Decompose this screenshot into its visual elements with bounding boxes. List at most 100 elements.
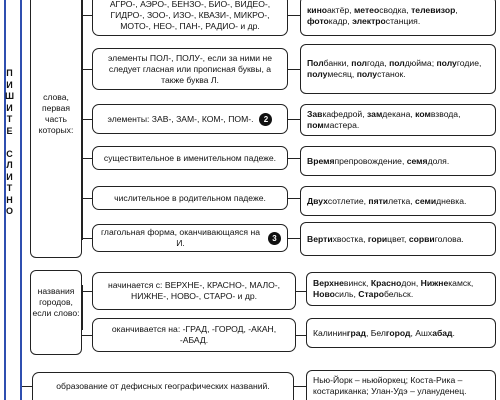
city-example-connector (296, 335, 306, 337)
footnote-badge: 2 (259, 112, 273, 126)
side-label-letter: И (6, 79, 14, 90)
side-label-letter: П (6, 68, 14, 78)
example-box: Вертихвостка, горицвет, сорвиголова. (300, 222, 496, 256)
rule-box: элементы: ЗАВ-, ЗАМ-, КОМ-, ПОМ-.2 (92, 104, 288, 134)
bottom-rule-text: образование от дефисных географических н… (56, 381, 270, 391)
city-example-connector (296, 291, 306, 293)
example-bold-part: сорви (408, 233, 435, 244)
rule-connector (82, 69, 92, 71)
example-plain-part: годие, (456, 58, 482, 68)
example-plain-part: , Бел (365, 327, 386, 338)
example-bold-part: Ново (313, 289, 335, 299)
city-rule-text: начинается с: ВЕРХНЕ-, КРАСНО-, МАЛО-, Н… (107, 280, 281, 301)
rule-box: АГРО-, АЭРО-, БЕНЗО-, БИО-, ВИДЕО-, ГИДР… (92, 0, 288, 36)
side-label-letter: Н (6, 194, 14, 205)
example-plain-part: актёр, (327, 5, 354, 15)
bottom-example-connector (294, 386, 306, 388)
rule-text: элементы ПОЛ-, ПОЛУ-, если за ними не сл… (107, 52, 273, 85)
example-plain-part: дюйма; (404, 58, 437, 68)
example-plain-part: сводка, (379, 5, 412, 15)
example-bold-part: Зав (307, 109, 323, 119)
rule-connector (82, 15, 92, 17)
example-plain-part: цвет, (387, 233, 409, 244)
side-label-letter: О (5, 206, 14, 216)
example-box: Полбанки, полгода, полдюйма; полугодие, … (300, 44, 496, 94)
city-vertical-bar (82, 285, 84, 330)
rule-text: глагольная форма, оканчивающаяся на И. (100, 227, 261, 248)
example-bold-part: полу (356, 69, 378, 79)
example-box: Завкафедрой, замдекана, комвзвода, помма… (300, 104, 496, 136)
example-bold-part: фото (307, 16, 329, 26)
rule-connector (82, 198, 92, 200)
side-label-letter: Ш (4, 91, 16, 101)
example-connector (288, 238, 300, 240)
example-bold-part: электро (352, 16, 386, 26)
example-connector (288, 198, 300, 200)
example-bold-part: телевизор (411, 5, 456, 15)
example-plain-part: года, (366, 58, 390, 68)
example-plain-part: сотлетие, (327, 195, 369, 206)
example-connector (288, 119, 300, 121)
city-example-text: Калининград, Белгород, Ашхабад. (313, 328, 455, 339)
example-bold-part: город (385, 327, 411, 338)
example-plain-part: кадр, (328, 16, 353, 26)
example-plain-part: препровождение, (334, 155, 407, 166)
example-box: Двухсотлетие, пятилетка, семидневка. (300, 186, 496, 216)
example-plain-part: , (455, 5, 458, 15)
example-bold-part: не (333, 278, 344, 288)
example-bold-part: Время (307, 155, 335, 166)
example-bold-part: Красно (370, 278, 402, 288)
example-bold-part: Нижне (420, 278, 449, 288)
side-label-letter: Е (6, 125, 14, 136)
example-box: Времяпрепровождение, семядоля. (300, 146, 496, 176)
example-plain-part: бельск. (383, 289, 414, 299)
example-box: киноактёр, метеосводка, телевизор, фоток… (300, 0, 496, 36)
footnote-badge: 3 (268, 231, 281, 245)
example-bold-part: Пол (307, 58, 324, 68)
rule-box: глагольная форма, оканчивающаяся на И. 3 (92, 224, 288, 252)
bottom-example-text: Нью-Йорк – ньюйоркец; Коста-Рика – коста… (313, 374, 467, 396)
example-text: Времяпрепровождение, семядоля. (307, 156, 449, 167)
city-example-box: Верхневинск, Краснодон, Нижнекамск, Ново… (306, 272, 496, 306)
example-bold-part: пяти (368, 195, 389, 206)
example-plain-part: камск, (448, 278, 474, 288)
bottom-connector (22, 386, 32, 388)
example-text: Полбанки, полгода, полдюйма; полугодие, … (307, 58, 489, 80)
example-text: Вертихвостка, горицвет, сорвиголова. (307, 234, 464, 245)
example-plain-part: дневка. (436, 195, 467, 206)
example-text: Двухсотлетие, пятилетка, семидневка. (307, 196, 466, 207)
rule-connector (82, 238, 92, 240)
left-blue-line-1 (4, 0, 6, 400)
side-label-letter: И (6, 102, 14, 113)
example-text: Завкафедрой, замдекана, комвзвода, помма… (307, 109, 489, 131)
side-label-letter: И (6, 171, 14, 182)
example-bold-part: зам (367, 109, 383, 119)
bottom-example-box: Нью-Йорк – ньюйоркец; Коста-Рика – коста… (306, 370, 496, 400)
city-rule-connector (82, 335, 92, 337)
example-plain-part: взвода, (430, 109, 461, 119)
example-text: киноактёр, метеосводка, телевизор, фоток… (307, 5, 489, 27)
example-bold-part: пол (389, 58, 405, 68)
left-label-cities: названия городов, если слово: (32, 286, 80, 318)
rule-text: числительное в родительном падеже. (114, 192, 266, 203)
example-plain-part: кафедрой, (322, 109, 367, 119)
rule-connector (82, 158, 92, 160)
rule-connector (82, 119, 92, 121)
example-plain-part: силь, (334, 289, 359, 299)
example-plain-part: станция. (385, 16, 421, 26)
city-rule-box: оканчивается на: -ГРАД, -ГОРОД, -АКАН, -… (92, 318, 296, 352)
example-bold-part: семя (406, 155, 428, 166)
example-bold-part: полу (436, 58, 457, 68)
city-rule-box: начинается с: ВЕРХНЕ-, КРАСНО-, МАЛО-, Н… (92, 272, 296, 310)
example-bold-part: Верти (307, 233, 333, 244)
example-plain-part: . (452, 327, 455, 338)
group-frame-cities (30, 270, 82, 355)
rule-text: АГРО-, АЭРО-, БЕНЗО-, БИО-, ВИДЕО-, ГИДР… (109, 0, 271, 31)
example-plain-part: доля. (427, 155, 450, 166)
example-bold-part: Двух (307, 195, 328, 206)
example-bold-part: град (346, 327, 366, 338)
left-label-words: слова, первая часть которых: (38, 92, 74, 135)
bottom-rule-box: образование от дефисных географических н… (32, 372, 294, 400)
example-bold-part: метео (353, 5, 380, 15)
